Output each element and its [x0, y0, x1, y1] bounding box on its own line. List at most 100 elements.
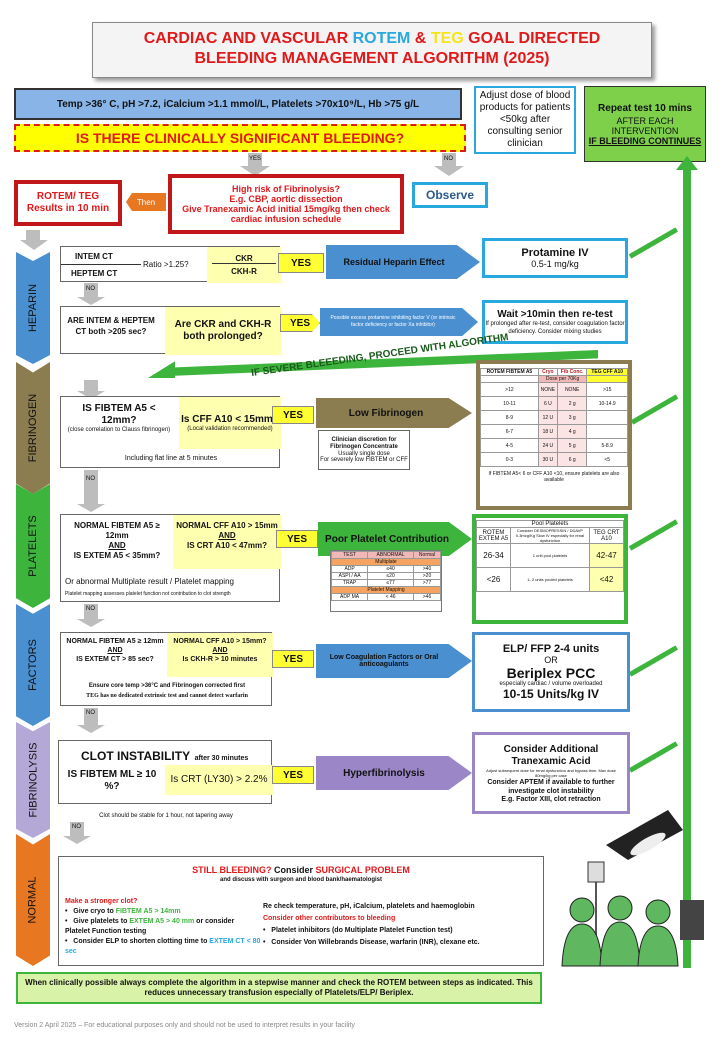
txa-title: Consider Additional Tranexamic Acid [503, 743, 599, 767]
repeat-cond: IF BLEEDING CONTINUES [588, 135, 702, 146]
clot-after: after 30 minutes [194, 755, 249, 762]
ratio-text: Ratio >1.25? [143, 260, 189, 269]
footer-text: When clinically possible always complete… [25, 978, 533, 997]
stronger-title: Make a stronger clot? [65, 898, 138, 905]
then-arrow: Then [126, 193, 166, 211]
factors-yes: YES [272, 650, 314, 668]
fib-cell: <5 [586, 452, 628, 467]
stage-normal-label: NORMAL [27, 876, 39, 924]
mp-cell: >46 [412, 593, 442, 601]
fib-head-cell: ROTEM FIBTEM A5 [480, 368, 539, 376]
fac-qb2: Is CKH-R > 10 minutes [182, 656, 258, 663]
title-box: CARDIAC AND VASCULAR ROTEM & TEG GOAL DI… [92, 22, 652, 78]
norm-in-arrow-head [63, 836, 91, 844]
elp-text: ELP/ FFP 2-4 units [502, 643, 600, 655]
pool-consider: Consider DESMOPRESSIN / DDAVP 0.3mcg/Kg … [510, 527, 590, 544]
protamine-dose: 0.5-1 mg/kg [531, 259, 579, 269]
hyperfibrinolysis-arrow: Hyperfibrinolysis [316, 756, 472, 790]
fib-head-cell: TEG CFF A10 [586, 368, 628, 376]
protamine-box: Protamine IV 0.5-1 mg/kg [482, 238, 628, 278]
fac-qb1: NORMAL CFF A10 > 15mm? [173, 638, 267, 645]
heparin-yes: YES [278, 253, 324, 273]
other-text: Consider other contributors to bleeding [263, 915, 396, 922]
fibrinolysis-risk-box: High risk of Fibrinolysis? E.g. CBP, aor… [168, 174, 404, 234]
fib-cell: 0-3 [480, 452, 539, 467]
fibrinogen-yes: YES [272, 406, 314, 424]
mp-cell: >40 [412, 565, 442, 573]
pool-r1b: 1 unit pool platelets [510, 543, 590, 568]
fib-dose-head: Dose per 70Kg [537, 375, 588, 383]
plt-qb2: IS CRT A10 < 47mm? [187, 541, 267, 550]
or-text: OR [544, 655, 558, 665]
then-label: Then [136, 197, 156, 207]
platelets-q-box: NORMAL FIBTEM A5 ≥ 12mm AND IS EXTEM A5 … [60, 514, 281, 602]
fib-cell: >12 [480, 382, 539, 397]
fib-cell: 5-8.9 [586, 438, 628, 453]
heparin-no-arrow [84, 283, 98, 297]
wait-retest-box: Wait >10min then re-test If prolonged af… [482, 300, 628, 344]
title-part: CARDIAC AND VASCULAR [143, 30, 353, 47]
fibr-qa: IS FIBTEM ML ≥ 10 %? [67, 769, 157, 792]
heparin-no-label: NO [86, 286, 95, 292]
fib-empty-cell [586, 375, 628, 383]
heparin-q2b: Are CKR and CKH-R both prolonged? [174, 319, 272, 342]
b1: • Give cryo to FIBTEM A5 > 14mm [65, 908, 181, 915]
arrow-no-head [434, 166, 464, 176]
adjust-dose-text: Adjust dose of blood products for patien… [479, 90, 571, 149]
fibr-qb: Is CRT (LY30) > 2.2% [170, 774, 268, 785]
observe-box: Observe [412, 182, 488, 208]
fac-in-arrow-head [77, 619, 105, 627]
fac-qa: NORMAL FIBTEM A5 ≥ 12mm AND IS EXTEM CT … [63, 637, 167, 664]
fib-qb-box: Is CFF A10 < 15mm? (Local validation rec… [179, 397, 281, 449]
normal-box: STILL BLEEDING? Consider SURGICAL PROBLE… [58, 856, 544, 966]
fac-and: AND [107, 647, 123, 654]
fac-teg: TEG has no dedicated extrinsic test and … [86, 693, 248, 699]
ckhr-text: CKH-R [231, 267, 257, 276]
fib-cell: NONE [537, 382, 558, 397]
disc3: For severely low FIBTEM or CFF [320, 457, 408, 463]
poor-platelet-text: Poor Platelet Contribution [325, 533, 449, 545]
heparin-test-box: INTEM CT HEPTEM CT Ratio >1.25? CKR CKH-… [60, 246, 281, 283]
fib-cell: 8-9 [480, 410, 539, 425]
mp-head-cell: TEST [330, 551, 369, 559]
bleeding-question: IS THERE CLINICALLY SIGNIFICANT BLEEDING… [14, 124, 466, 152]
fib-head-cell: Cryo [537, 368, 558, 376]
fibrinolysis-yes: YES [272, 766, 314, 784]
factors-treatment-box: ELP/ FFP 2-4 units OR Beriplex PCC espec… [472, 632, 630, 712]
risk-line3: Give Tranexamic Acid initial 15mg/kg the… [182, 204, 390, 224]
rotem-results-text: ROTEM/ TEG Results in 10 min [26, 191, 110, 214]
surgeon-illustration [561, 810, 704, 967]
c2-text: Consider Von Willebrands Disease, warfar… [271, 939, 480, 946]
arrow-yes-head [240, 166, 270, 176]
title-teg: TEG [430, 30, 464, 47]
excess-protamine-text: Possible excess protamine inhibiting fac… [330, 315, 456, 328]
b2b: EXTEM A5 > 40 mm [129, 918, 195, 925]
heparin-q2a: ARE INTEM & HEPTEM CT both >205 sec? [67, 316, 155, 336]
pool-r2c: <42 [589, 567, 624, 592]
stage-factors: FACTORS [16, 604, 50, 726]
plt-qb-box: NORMAL CFF A10 > 15mm AND IS CRT A10 < 4… [173, 515, 281, 569]
mp-cell: >77 [412, 579, 442, 587]
stage-heparin: HEPARIN [16, 252, 50, 364]
footer-box: When clinically possible always complete… [16, 972, 542, 1004]
low-fibrinogen-arrow: Low Fibrinogen [316, 398, 472, 428]
surgeon-head-3 [645, 899, 671, 925]
mp-cell: >20 [412, 572, 442, 580]
b2a: Give platelets to [73, 918, 130, 925]
fibr-in-arrow-head [77, 725, 105, 733]
fib-cell [586, 410, 628, 425]
arrow-down-start-head [20, 240, 48, 250]
mp-cell: ASPI / AA [330, 572, 369, 580]
fac-qb-and: AND [212, 647, 228, 654]
title-rotem: ROTEM [352, 30, 411, 47]
fib-cell: 2 g [556, 396, 588, 411]
yes-label: YES [249, 156, 262, 162]
mp-cell: ≤77 [367, 579, 414, 587]
fac-qa2: IS EXTEM CT > 85 sec? [76, 656, 154, 663]
heparin-divider [61, 264, 141, 265]
c2: • Consider Von Willebrands Disease, warf… [263, 939, 480, 946]
title-part: & [410, 30, 431, 47]
